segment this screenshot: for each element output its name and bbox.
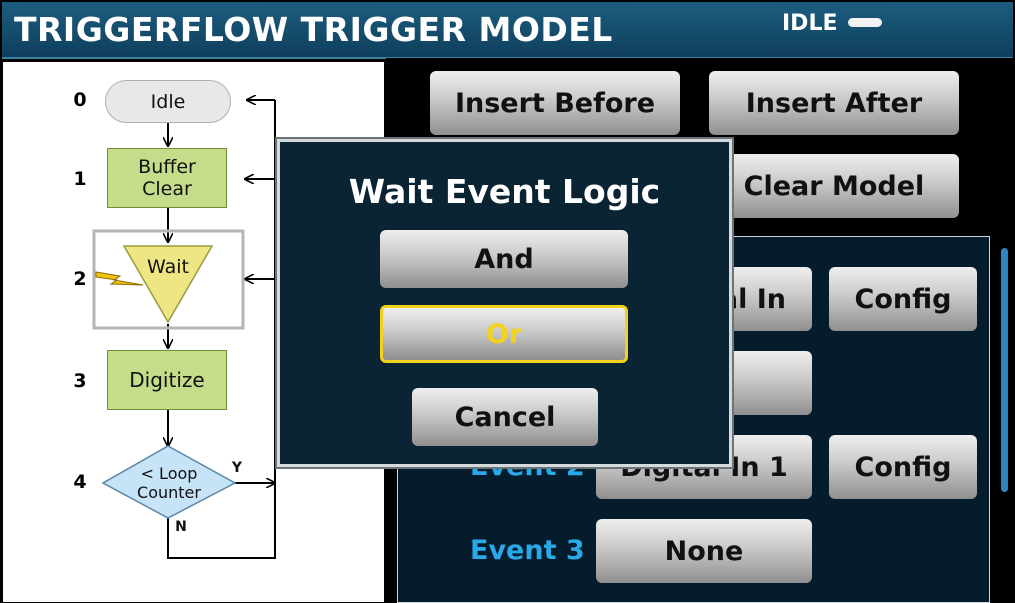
panel-scrollbar[interactable] bbox=[1001, 248, 1008, 492]
event-3-label: Event 3 bbox=[470, 535, 585, 566]
flow-connectors bbox=[92, 62, 276, 559]
buffer-clear-node[interactable]: Buffer Clear bbox=[107, 148, 227, 208]
event-3-source-button[interactable]: None bbox=[596, 519, 812, 583]
wait-selection-box bbox=[92, 229, 245, 330]
or-option-button[interactable]: Or bbox=[380, 305, 628, 363]
step-number-2: 2 bbox=[73, 268, 87, 290]
page-title: TRIGGERFLOW TRIGGER MODEL bbox=[14, 10, 613, 49]
digitize-node[interactable]: Digitize bbox=[107, 350, 227, 410]
status-indicator[interactable]: IDLE bbox=[782, 11, 838, 36]
step-number-4: 4 bbox=[73, 471, 87, 493]
wait-event-logic-dialog: Wait Event Logic And Or Cancel bbox=[277, 139, 732, 467]
step-number-1: 1 bbox=[73, 168, 87, 190]
cancel-button[interactable]: Cancel bbox=[412, 388, 598, 446]
idle-node[interactable]: Idle bbox=[105, 80, 231, 123]
clear-model-button[interactable]: Clear Model bbox=[709, 154, 959, 218]
status-pill-icon bbox=[848, 18, 882, 27]
and-option-button[interactable]: And bbox=[380, 230, 628, 288]
step-number-0: 0 bbox=[73, 89, 87, 111]
insert-after-button[interactable]: Insert After bbox=[709, 71, 959, 135]
branch-no-label: N bbox=[175, 519, 187, 535]
event-2-config-button[interactable]: Config bbox=[829, 435, 977, 499]
wait-triangle[interactable] bbox=[122, 245, 214, 324]
branch-yes-label: Y bbox=[231, 460, 243, 476]
dialog-title: Wait Event Logic bbox=[348, 172, 661, 211]
step-number-3: 3 bbox=[73, 370, 87, 392]
wait-node-label: Wait bbox=[147, 256, 189, 278]
loop-counter-diamond[interactable] bbox=[101, 445, 237, 519]
lightning-icon bbox=[95, 271, 144, 286]
event-1-config-button[interactable]: Config bbox=[829, 267, 977, 331]
insert-before-button[interactable]: Insert Before bbox=[430, 71, 680, 135]
loop-counter-label: < Loop Counter bbox=[137, 464, 201, 502]
title-bar: TRIGGERFLOW TRIGGER MODEL IDLE bbox=[2, 2, 1013, 59]
